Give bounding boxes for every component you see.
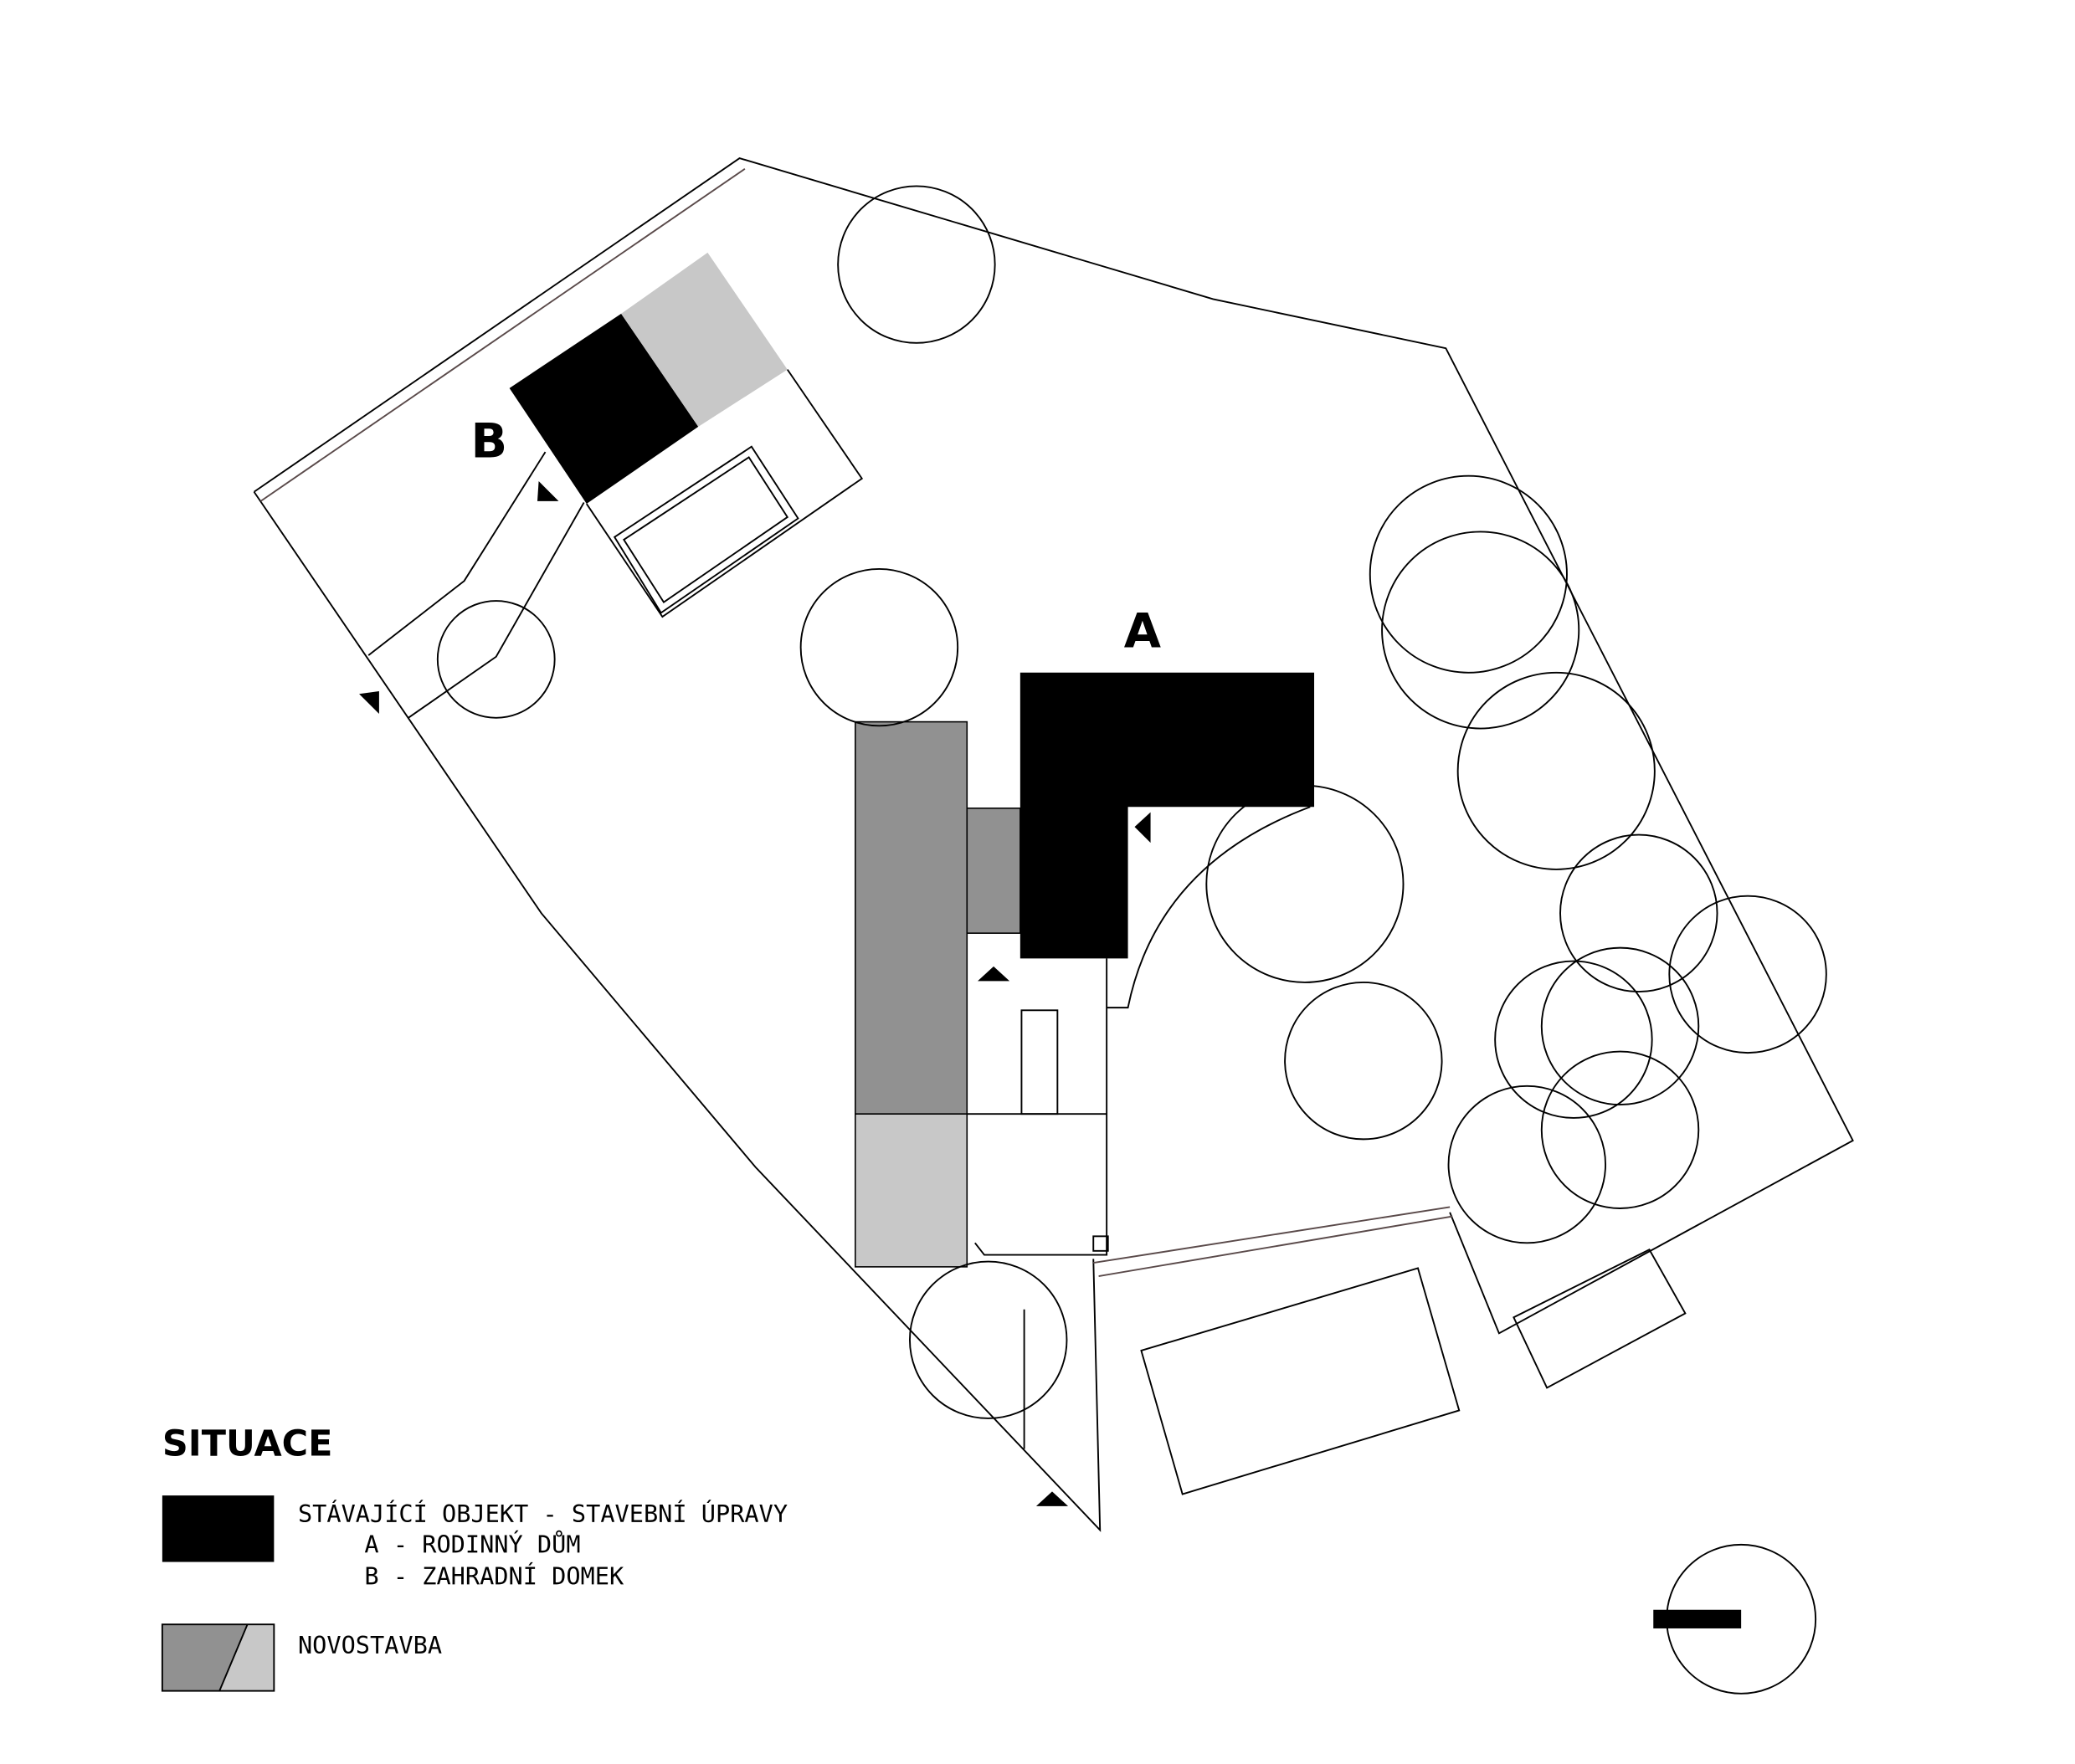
entrance-arrows <box>359 481 1151 1506</box>
legend-existing: STÁVAJÍCÍ OBJEKT - STAVEBNÍ ÚPRAVY <box>298 1500 788 1528</box>
trees <box>436 185 1827 1419</box>
plot-boundary <box>253 156 1854 1532</box>
building-b <box>509 252 864 618</box>
entrance-arrow-icon <box>359 691 379 715</box>
legend-existing-a: A - RODINNÝ DŮM <box>364 1530 580 1558</box>
legend: SITUACE STÁVAJÍCÍ OBJEKT - STAVEBNÍ ÚPRA… <box>161 1423 788 1692</box>
entrance-arrow-icon <box>1035 1491 1069 1506</box>
legend-title: SITUACE <box>162 1423 333 1464</box>
garden-path <box>367 451 585 719</box>
legend-swatch-new <box>161 1623 275 1692</box>
legend-new: NOVOSTAVBA <box>298 1631 442 1659</box>
entrance-arrow-icon <box>537 481 559 501</box>
entrance-arrow-icon <box>1134 812 1151 844</box>
north-arrow <box>1653 1543 1817 1695</box>
label-building-b: B <box>471 413 508 469</box>
building-a <box>854 672 1315 1449</box>
outbuildings <box>1140 1248 1687 1495</box>
entrance-arrow-icon <box>977 966 1010 982</box>
legend-existing-b: B - ZAHRADNÍ DOMEK <box>364 1562 624 1591</box>
legend-swatch-existing <box>162 1495 275 1562</box>
label-building-a: A <box>1124 604 1161 659</box>
